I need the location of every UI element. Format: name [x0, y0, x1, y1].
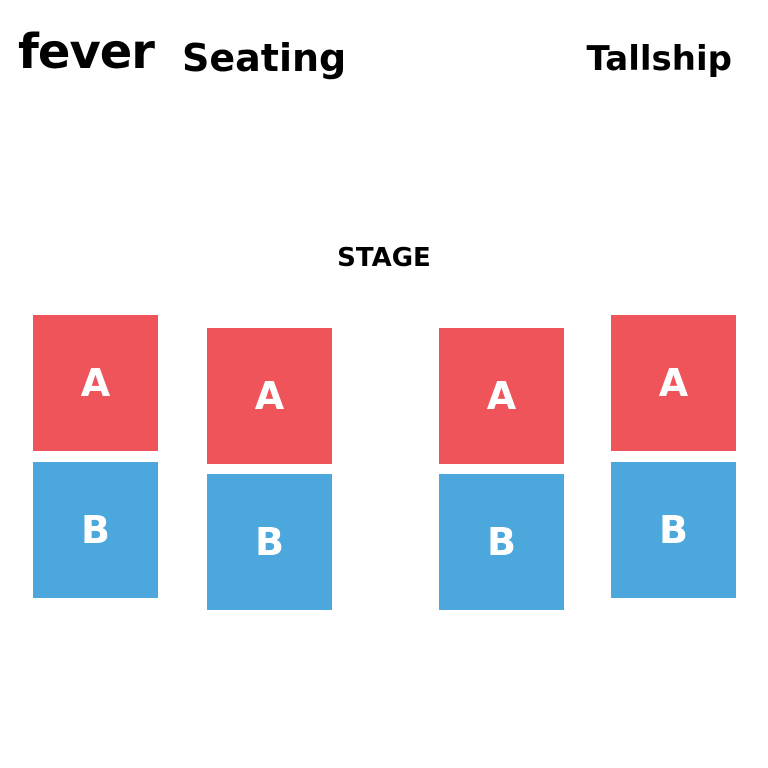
section-a-col-1[interactable]: A: [33, 315, 158, 451]
section-b-col-2[interactable]: B: [207, 474, 332, 610]
section-b-col-4[interactable]: B: [611, 462, 736, 598]
section-a-col-4[interactable]: A: [611, 315, 736, 451]
section-b-col-1[interactable]: B: [33, 462, 158, 598]
section-a-col-3[interactable]: A: [439, 328, 564, 464]
section-a-col-2[interactable]: A: [207, 328, 332, 464]
section-b-col-3[interactable]: B: [439, 474, 564, 610]
page-title: Seating: [182, 36, 347, 80]
fever-logo: fever: [18, 24, 155, 80]
venue-name: Tallship: [586, 39, 733, 79]
stage-label: STAGE: [337, 243, 431, 273]
